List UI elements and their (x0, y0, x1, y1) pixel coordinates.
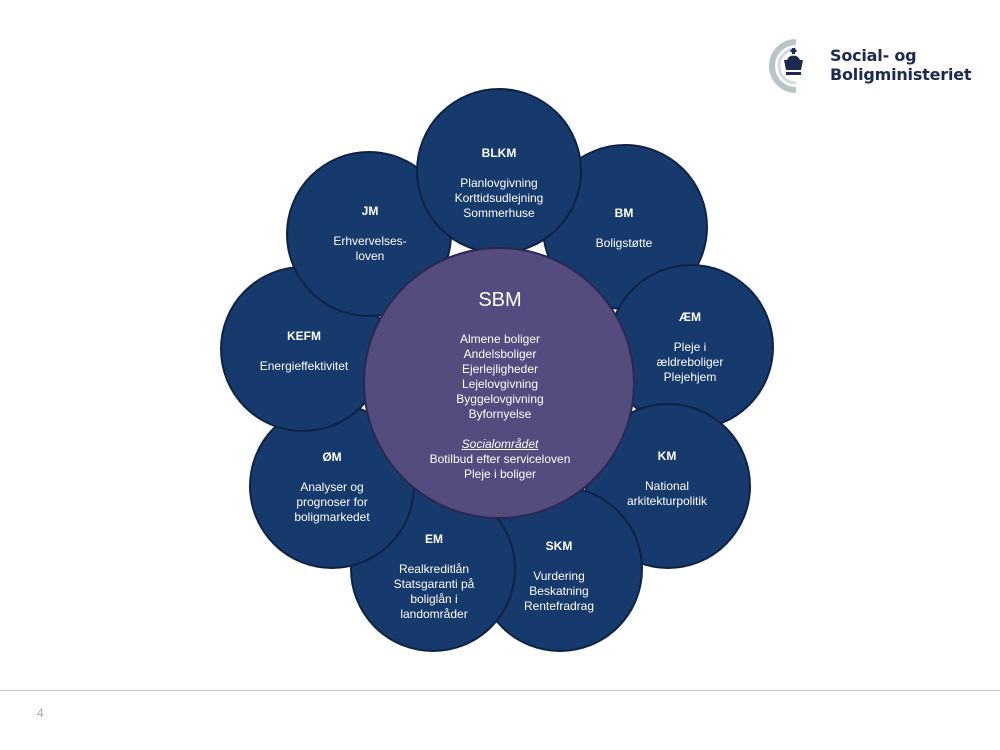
petal-text-aem: ÆM Pleje i ældreboliger Plejehjem (657, 310, 724, 385)
petal-line: Statsgaranti på (393, 577, 475, 591)
petal-line: Plejehjem (663, 370, 717, 384)
petal-abbr: KM (657, 449, 677, 463)
petal-abbr: ØM (322, 450, 342, 464)
petal-line: arkitekturpolitik (626, 494, 708, 508)
petal-abbr: BM (614, 206, 634, 220)
petal-text-km: KM National arkitekturpolitik (627, 449, 707, 509)
petal-abbr: BLKM (481, 146, 517, 160)
petal-abbr: KEFM (287, 329, 321, 343)
petal-abbr: SKM (545, 539, 573, 553)
center-item: Lejelovgivning (461, 377, 539, 391)
petal-line: landområder (400, 607, 468, 621)
center-item: Almene boliger (459, 332, 541, 346)
petal-line: Rentefradrag (523, 599, 595, 613)
petal-blkm (416, 88, 582, 254)
petal-line: Sommerhuse (463, 206, 535, 220)
petal-text-oem: ØM Analyser og prognoser for boligmarked… (294, 450, 369, 525)
petal-line: Realkreditlån (398, 562, 470, 576)
ministry-flower-diagram: BLKM Planlovgivning Korttidsudlejning So… (220, 88, 774, 652)
center-item: Byggelovgivning (456, 392, 544, 406)
ministry-name-line2: Boligministeriet (830, 65, 972, 84)
petal-line: Pleje i (673, 340, 707, 354)
ministry-name-line1: Social- og (830, 46, 917, 65)
petal-text-bm: BM Boligstøtte (596, 206, 653, 251)
petal-line: Korttidsudlejning (454, 191, 544, 205)
petal-text-blkm: BLKM Planlovgivning Korttidsudlejning So… (455, 146, 544, 221)
petal-abbr: ÆM (678, 310, 701, 324)
center-title: SBM (478, 289, 522, 311)
petal-line: Energieffektivitet (259, 359, 349, 373)
petal-line: loven (355, 249, 385, 263)
petal-km (585, 403, 751, 569)
ministry-name: Social- og Boligministeriet (830, 46, 972, 84)
petal-text-em: EM Realkreditlån Statsgaranti på boliglå… (394, 532, 475, 622)
center-sbm (363, 247, 635, 519)
footer-divider (0, 690, 1000, 691)
center-text-sbm: SBM Almene boliger Andelsboliger Ejerlej… (430, 288, 571, 482)
petal-line: Planlovgivning (460, 176, 538, 190)
petal-line: boliglån i (410, 592, 458, 606)
center-sub-item: Botilbud efter serviceloven (429, 452, 571, 466)
center-sub-item: Pleje i boliger (463, 467, 537, 481)
center-item: Ejerlejligheder (461, 362, 539, 376)
center-subheading: Socialområdet (461, 437, 539, 451)
petal-line: Analyser og (300, 480, 364, 494)
petal-text-kefm: KEFM Energieffektivitet (260, 329, 349, 374)
petal-line: ældreboliger (656, 355, 724, 369)
petal-line: National (644, 479, 690, 493)
petal-text-skm: SKM Vurdering Beskatning Rentefradrag (524, 539, 594, 614)
center-item: Byfornyelse (468, 407, 532, 421)
petal-line: Beskatning (529, 584, 589, 598)
petal-line: Vurdering (533, 569, 585, 583)
petal-line: Erhvervelses- (333, 234, 407, 248)
crown-emblem-icon (769, 39, 803, 93)
ministry-logo: Social- og Boligministeriet (766, 38, 976, 94)
petal-line: prognoser for (296, 495, 368, 509)
petal-line: boligmarkedet (294, 510, 370, 524)
petal-abbr: JM (361, 204, 379, 218)
page-number: 4 (37, 706, 44, 720)
petal-abbr: EM (425, 532, 443, 546)
petal-text-jm: JM Erhvervelses- loven (333, 204, 406, 264)
petal-line: Boligstøtte (595, 236, 653, 250)
center-item: Andelsboliger (463, 347, 537, 361)
